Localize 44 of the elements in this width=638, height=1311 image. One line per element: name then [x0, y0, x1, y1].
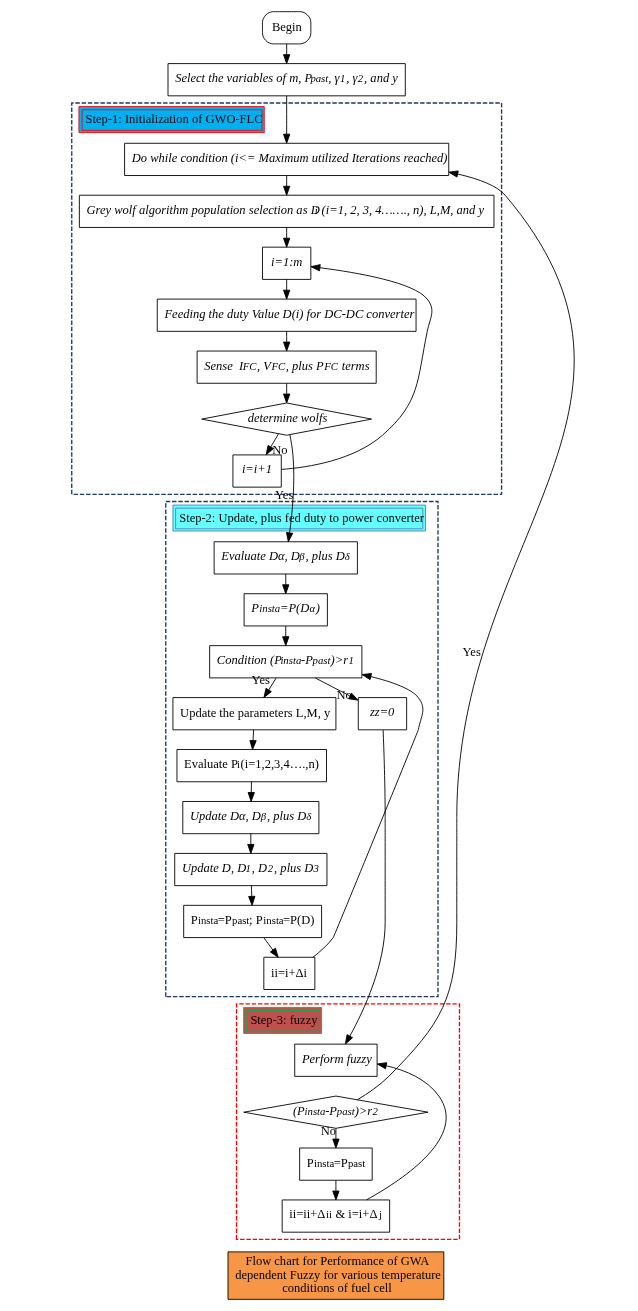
arrow — [356, 170, 574, 1101]
arrow — [262, 937, 279, 958]
arrow — [263, 677, 277, 699]
node-box: Perform fuzzy — [293, 1043, 378, 1077]
arrow — [281, 625, 289, 647]
arrow — [331, 1179, 339, 1201]
node-box: i=i+1 — [232, 454, 282, 488]
arrow — [248, 729, 257, 750]
node-box: zz=0 — [357, 697, 407, 731]
node-box: Update Dα, Dβ, plus Dδ — [181, 801, 319, 835]
node-box: Pinsta=Ppast — [298, 1147, 373, 1181]
node-box: Do while condition (i<= Maximum utilized Iterations reached) — [123, 142, 449, 176]
arrow — [280, 264, 432, 470]
edge-label: Yes — [462, 644, 481, 659]
arrow — [344, 729, 386, 1045]
arrow — [282, 279, 290, 300]
arrow — [312, 673, 423, 958]
node-box: ii=i+Δi — [262, 956, 315, 990]
node-box: Evaluate Dα, Dβ, plus Dδ — [213, 541, 358, 575]
arrow — [282, 95, 290, 144]
node-box: Begin — [261, 11, 311, 45]
node-box: Update the parameters L,M, y — [172, 697, 336, 731]
arrow — [282, 227, 290, 248]
node-box: Feeding the duty Value D(i) for DC-DC converter — [156, 298, 416, 332]
node-box: Flow chart for Performance of GWA dependent Fuzzy for various temperature conditions of fuel cell — [227, 1251, 444, 1300]
node-box: Evaluate Pi(i=1,2,3,4….,n) — [176, 749, 327, 783]
node-box: Update D, D1, D2, plus D3 — [173, 852, 327, 887]
node-box: ii=ii+Δii & i=i+Δj — [281, 1199, 390, 1233]
node-box: Sense IFC, VFC, plus PFC terms — [196, 350, 377, 384]
arrow — [282, 175, 290, 196]
node-box: Pinsta=P(Dα) — [243, 593, 328, 627]
arrow — [331, 1127, 339, 1149]
arrow — [285, 434, 294, 543]
arrow — [282, 43, 290, 65]
arrow — [265, 433, 279, 456]
node-diamond: determine wolfs — [200, 402, 372, 436]
node-box: i=1:m — [261, 246, 311, 280]
arrow — [246, 833, 254, 854]
node-box: Pinsta=Ppast; Pinsta=P(D) — [182, 904, 322, 939]
arrow — [247, 781, 255, 802]
arrow — [281, 573, 289, 595]
arrow — [282, 382, 290, 404]
arrow — [282, 331, 290, 352]
arrow — [247, 885, 255, 906]
